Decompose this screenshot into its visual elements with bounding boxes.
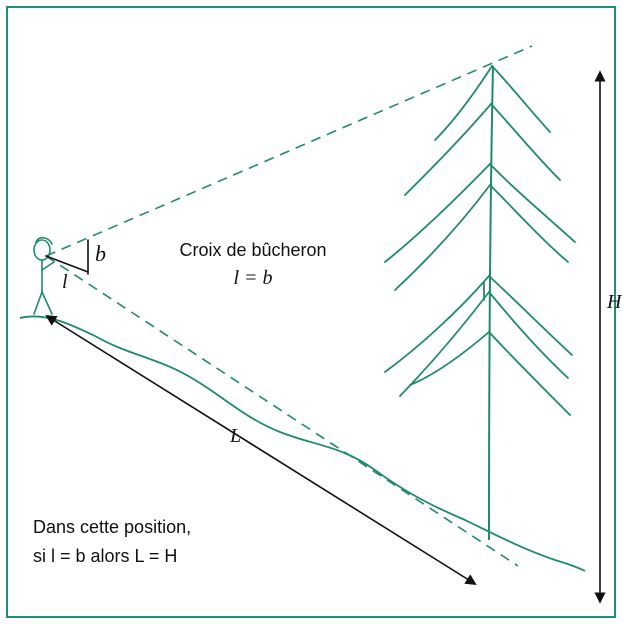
label-L: L bbox=[229, 425, 241, 447]
distance-arrow bbox=[45, 315, 477, 585]
observer-figure bbox=[33, 236, 55, 315]
tree-trunk bbox=[488, 65, 494, 541]
upper-sight-line bbox=[45, 45, 533, 257]
tree-branches bbox=[384, 65, 576, 416]
diagram-frame bbox=[6, 6, 616, 618]
tool-title: Croix de bûcheron bbox=[179, 240, 326, 260]
label-l: l bbox=[62, 271, 68, 293]
lower-sight-line bbox=[45, 255, 519, 567]
tool-equation: l = b bbox=[233, 267, 272, 289]
label-H: H bbox=[606, 291, 622, 313]
woodcutter-cross bbox=[45, 239, 89, 275]
caption-line-1: Dans cette position, bbox=[33, 517, 191, 537]
caption-line-2: si l = b alors L = H bbox=[33, 546, 177, 566]
label-b: b bbox=[95, 241, 106, 266]
